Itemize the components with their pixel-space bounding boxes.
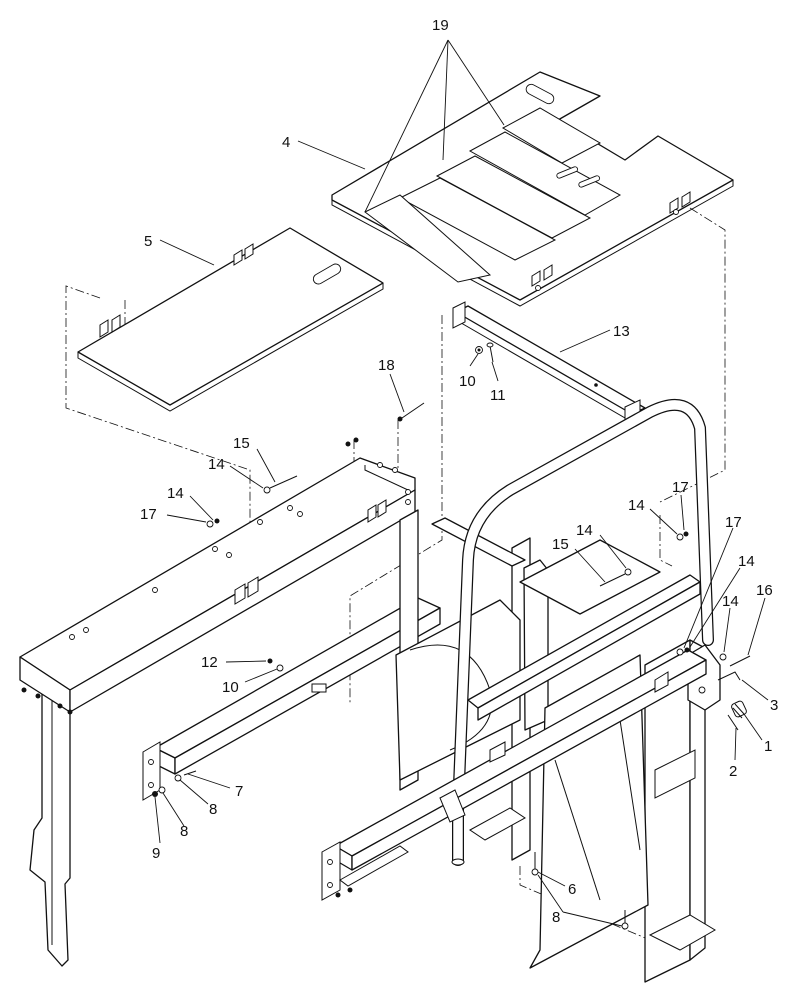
callout-7: 7: [235, 783, 243, 800]
callout-10-lower: 10: [222, 679, 239, 696]
callout-5: 5: [144, 233, 152, 250]
callout-8-lower: 8: [552, 909, 560, 926]
callout-9: 9: [152, 845, 160, 862]
callout-12: 12: [201, 654, 218, 671]
callout-14-mid: 14: [576, 522, 593, 539]
callout-18: 18: [378, 357, 395, 374]
callout-16: 16: [756, 582, 773, 599]
callout-10-upper: 10: [459, 373, 476, 390]
callout-17-left: 17: [140, 506, 157, 523]
callout-14-right: 14: [738, 553, 755, 570]
top-beam-box: [19, 457, 416, 715]
callout-8-mid: 8: [180, 823, 188, 840]
mid-diagonal-rail: [467, 574, 701, 721]
callout-labels: 19 4 5 13 10 11 18 15 14 14 17 17 14 14 …: [140, 17, 778, 926]
top-beam-holes: [69, 462, 411, 640]
floor-brackets: [531, 191, 691, 291]
callout-15-right: 15: [552, 536, 569, 553]
callout-15-left: 15: [233, 435, 250, 452]
callout-2: 2: [729, 763, 737, 780]
right-side-frame: [644, 639, 721, 983]
callout-14-upper-right: 14: [628, 497, 645, 514]
callout-14-left-lower: 14: [167, 485, 184, 502]
callout-19: 19: [432, 17, 449, 34]
floor-plate-side: [77, 227, 384, 412]
callout-3: 3: [770, 697, 778, 714]
callout-17-upper-right: 17: [672, 479, 689, 496]
callout-1: 1: [764, 738, 772, 755]
callout-14-near-16: 14: [722, 593, 739, 610]
floor-ribs: [364, 107, 622, 283]
handrail: [451, 398, 714, 866]
callout-14-left-upper: 14: [208, 456, 225, 473]
cross-brace: [452, 301, 646, 428]
hardware: [152, 342, 751, 930]
callout-11: 11: [490, 387, 506, 404]
left-leg-panel: [29, 689, 71, 967]
callout-4: 4: [282, 134, 290, 151]
leader-lines: [154, 39, 769, 927]
front-rail-lower: [321, 649, 707, 901]
pin-18: [397, 402, 425, 422]
callout-17-right: 17: [725, 514, 742, 531]
callout-13: 13: [613, 323, 630, 340]
floor-plate-main: [331, 71, 734, 307]
front-rail-upper: [142, 597, 441, 801]
callout-6: 6: [568, 881, 576, 898]
callout-8-upper: 8: [209, 801, 217, 818]
